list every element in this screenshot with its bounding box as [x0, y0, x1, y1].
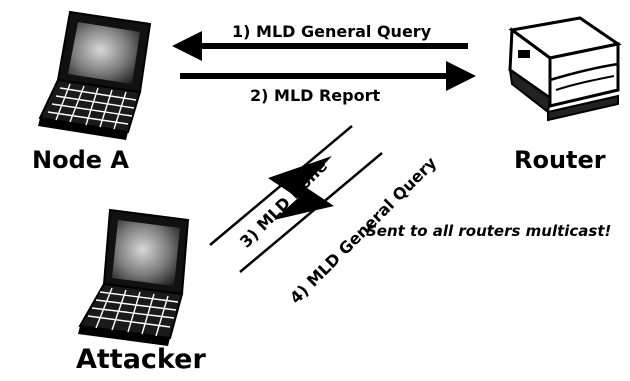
- attacker-label: Attacker: [76, 344, 206, 375]
- attacker-laptop-icon: [78, 208, 190, 346]
- query-signal-line: [239, 152, 383, 273]
- multicast-note: Sent to all routers multicast!: [366, 222, 612, 240]
- node-a-label: Node A: [32, 146, 129, 174]
- node-a-laptop-icon: [38, 10, 152, 140]
- message-1-label: 1) MLD General Query: [232, 22, 432, 41]
- message-2-label: 2) MLD Report: [250, 86, 381, 105]
- router-icon: [508, 16, 622, 122]
- lightning-bolt-icon: [268, 156, 334, 220]
- router-label: Router: [514, 146, 606, 174]
